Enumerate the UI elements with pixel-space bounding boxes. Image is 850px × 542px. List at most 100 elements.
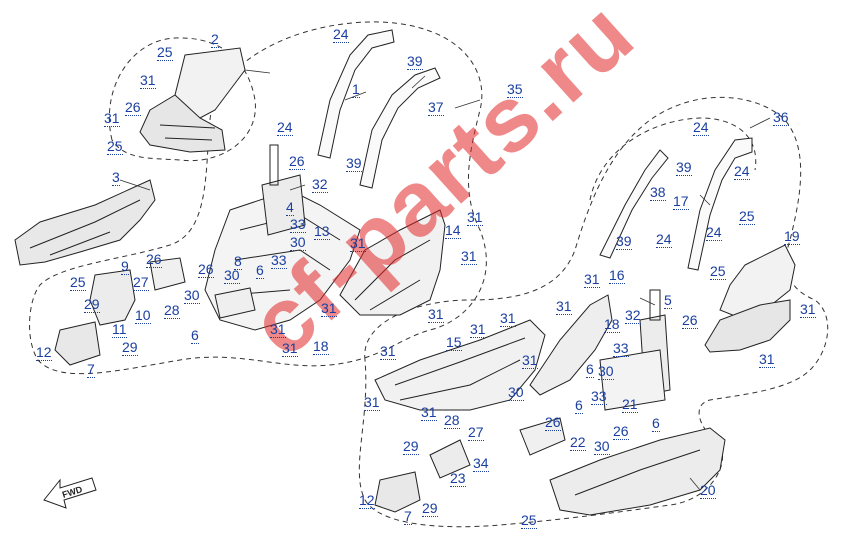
callout-31d[interactable]: 31 xyxy=(467,209,483,226)
callout-31p[interactable]: 31 xyxy=(364,394,380,411)
callout-24c[interactable]: 24 xyxy=(693,119,709,136)
callout-30e[interactable]: 30 xyxy=(508,384,524,401)
callout-18a[interactable]: 18 xyxy=(313,338,329,355)
callout-33c[interactable]: 33 xyxy=(613,340,629,357)
callout-31q[interactable]: 31 xyxy=(421,404,437,421)
callout-29b[interactable]: 29 xyxy=(122,339,138,356)
callout-29c[interactable]: 29 xyxy=(403,438,419,455)
callout-26a[interactable]: 26 xyxy=(125,99,141,116)
callout-25d[interactable]: 25 xyxy=(739,208,755,225)
callout-39a[interactable]: 39 xyxy=(407,53,423,70)
callout-19[interactable]: 19 xyxy=(784,228,800,245)
left-assembly xyxy=(14,29,446,366)
callout-6b[interactable]: 6 xyxy=(191,327,199,344)
callout-2[interactable]: 2 xyxy=(211,31,219,48)
fwd-arrow-icon xyxy=(43,477,97,509)
callout-12b[interactable]: 12 xyxy=(359,492,375,509)
callout-25a[interactable]: 25 xyxy=(157,44,173,61)
callout-31b[interactable]: 31 xyxy=(104,110,120,127)
callout-34[interactable]: 34 xyxy=(473,455,489,472)
callout-17[interactable]: 17 xyxy=(673,193,689,210)
callout-31e[interactable]: 31 xyxy=(461,248,477,265)
callout-32b[interactable]: 32 xyxy=(625,307,641,324)
callout-31c[interactable]: 31 xyxy=(350,235,366,252)
callout-26g[interactable]: 26 xyxy=(613,423,629,440)
callout-37[interactable]: 37 xyxy=(428,99,444,116)
callout-23[interactable]: 23 xyxy=(450,470,466,487)
callout-26b[interactable]: 26 xyxy=(289,153,305,170)
callout-30d[interactable]: 30 xyxy=(598,363,614,380)
callout-38[interactable]: 38 xyxy=(650,184,666,201)
callout-9[interactable]: 9 xyxy=(121,258,129,275)
callout-39c[interactable]: 39 xyxy=(676,159,692,176)
callout-25c[interactable]: 25 xyxy=(70,274,86,291)
callout-28a[interactable]: 28 xyxy=(164,302,180,319)
callout-27b[interactable]: 27 xyxy=(468,424,484,441)
callout-31s[interactable]: 31 xyxy=(759,351,775,368)
callout-35[interactable]: 35 xyxy=(507,81,523,98)
callout-28b[interactable]: 28 xyxy=(444,412,460,429)
callout-25e[interactable]: 25 xyxy=(710,263,726,280)
callout-24e[interactable]: 24 xyxy=(656,231,672,248)
callout-13[interactable]: 13 xyxy=(314,223,330,240)
callout-18b[interactable]: 18 xyxy=(604,316,620,333)
callout-26c[interactable]: 26 xyxy=(146,251,162,268)
callout-7a[interactable]: 7 xyxy=(87,361,95,378)
callout-39b[interactable]: 39 xyxy=(346,155,362,172)
callout-31j[interactable]: 31 xyxy=(584,271,600,288)
callout-36[interactable]: 36 xyxy=(773,109,789,126)
callout-25b[interactable]: 25 xyxy=(107,138,123,155)
callout-31m[interactable]: 31 xyxy=(470,321,486,338)
callout-7b[interactable]: 7 xyxy=(404,508,412,525)
callout-29d[interactable]: 29 xyxy=(422,500,438,517)
callout-24b[interactable]: 24 xyxy=(277,119,293,136)
callout-33d[interactable]: 33 xyxy=(591,388,607,405)
callout-33a[interactable]: 33 xyxy=(290,216,306,233)
callout-32a[interactable]: 32 xyxy=(312,176,328,193)
callout-31l[interactable]: 31 xyxy=(500,310,516,327)
callout-31f[interactable]: 31 xyxy=(321,300,337,317)
callout-5[interactable]: 5 xyxy=(664,292,672,309)
callout-24a[interactable]: 24 xyxy=(333,26,349,43)
callout-30b[interactable]: 30 xyxy=(224,267,240,284)
callout-31a[interactable]: 31 xyxy=(140,72,156,89)
callout-30f[interactable]: 30 xyxy=(594,438,610,455)
callout-31n[interactable]: 31 xyxy=(380,343,396,360)
callout-6c[interactable]: 6 xyxy=(586,361,594,378)
callout-22[interactable]: 22 xyxy=(570,434,586,451)
callout-15[interactable]: 15 xyxy=(446,334,462,351)
callout-20[interactable]: 20 xyxy=(700,482,716,499)
callout-31g[interactable]: 31 xyxy=(270,321,286,338)
callout-6a[interactable]: 6 xyxy=(256,262,264,279)
callout-24d[interactable]: 24 xyxy=(734,163,750,180)
callout-39d[interactable]: 39 xyxy=(616,233,632,250)
callout-31o[interactable]: 31 xyxy=(522,352,538,369)
callout-14[interactable]: 14 xyxy=(445,222,461,239)
callout-31r[interactable]: 31 xyxy=(800,301,816,318)
callout-21[interactable]: 21 xyxy=(622,396,638,413)
callout-1[interactable]: 1 xyxy=(352,81,360,98)
callout-30c[interactable]: 30 xyxy=(184,287,200,304)
callout-29a[interactable]: 29 xyxy=(84,296,100,313)
callout-27a[interactable]: 27 xyxy=(133,274,149,291)
callout-31k[interactable]: 31 xyxy=(556,298,572,315)
callout-25f[interactable]: 25 xyxy=(521,512,537,529)
callout-6e[interactable]: 6 xyxy=(652,415,660,432)
callout-31h[interactable]: 31 xyxy=(282,340,298,357)
callout-16[interactable]: 16 xyxy=(609,267,625,284)
callout-26f[interactable]: 26 xyxy=(545,414,561,431)
callout-6d[interactable]: 6 xyxy=(575,397,583,414)
callout-4[interactable]: 4 xyxy=(286,199,294,216)
callout-30a[interactable]: 30 xyxy=(290,234,306,251)
callout-26e[interactable]: 26 xyxy=(682,312,698,329)
callout-31i[interactable]: 31 xyxy=(428,306,444,323)
callout-33b[interactable]: 33 xyxy=(271,252,287,269)
callout-24f[interactable]: 24 xyxy=(706,224,722,241)
callout-8[interactable]: 8 xyxy=(234,253,242,270)
callout-3[interactable]: 3 xyxy=(112,169,120,186)
callout-26d[interactable]: 26 xyxy=(198,261,214,278)
callout-10[interactable]: 10 xyxy=(135,307,151,324)
callout-11[interactable]: 11 xyxy=(112,321,127,338)
callout-12a[interactable]: 12 xyxy=(36,344,52,361)
